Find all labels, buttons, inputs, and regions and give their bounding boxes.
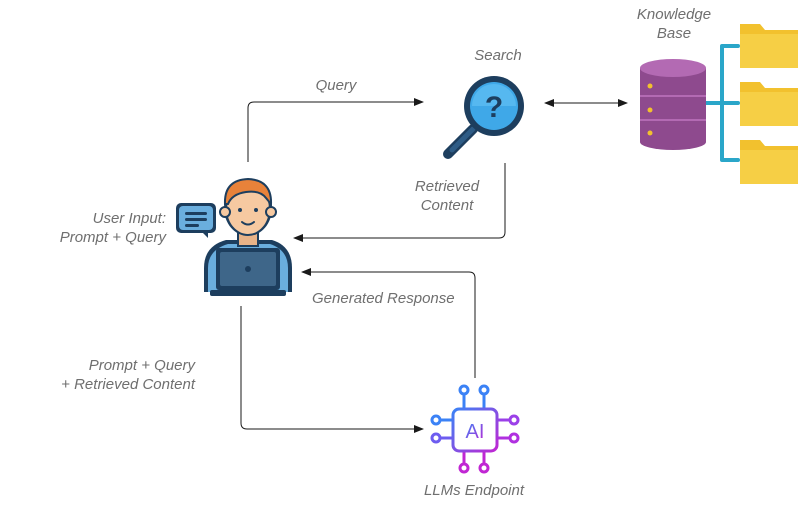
knowledge-base-label: Knowledge Base — [624, 5, 724, 43]
retrieved-content-label: Retrieved Content — [404, 177, 490, 215]
retrieved-content-label-line2: Content — [420, 197, 474, 214]
user-input-label-line2: Prompt + Query — [59, 229, 166, 246]
knowledge-base-label-line1: Knowledge — [636, 6, 712, 23]
user-laptop-icon — [204, 177, 292, 296]
ai-chip-icon: AI — [430, 384, 520, 474]
user-input-label-line1: User Input: — [92, 210, 166, 227]
prompt-retrieved-label-line2: + Retrieved Content — [61, 376, 195, 393]
svg-text:AI: AI — [466, 421, 485, 443]
query-arrow — [247, 98, 424, 162]
chat-bubble-icon — [176, 203, 216, 238]
svg-text:?: ? — [485, 91, 503, 124]
query-label: Query — [315, 77, 357, 94]
llm-endpoint-label: LLMs Endpoint — [423, 482, 525, 499]
retrieved-content-arrow — [293, 163, 506, 242]
prompt-to-llm-arrow — [240, 306, 424, 433]
user-input-label: User Input: Prompt + Query — [30, 209, 166, 247]
knowledge-base-label-line2: Base — [656, 25, 692, 42]
generated-response-arrow — [301, 268, 476, 378]
database-folders-icon — [640, 24, 798, 184]
retrieved-content-label-line1: Retrieved — [414, 178, 480, 195]
search-label: Search — [474, 47, 522, 64]
prompt-retrieved-label: Prompt + Query + Retrieved Content — [20, 356, 195, 394]
search-magnifier-icon: ? — [443, 76, 524, 159]
prompt-retrieved-label-line1: Prompt + Query — [88, 357, 195, 374]
generated-response-label: Generated Response — [312, 290, 455, 307]
